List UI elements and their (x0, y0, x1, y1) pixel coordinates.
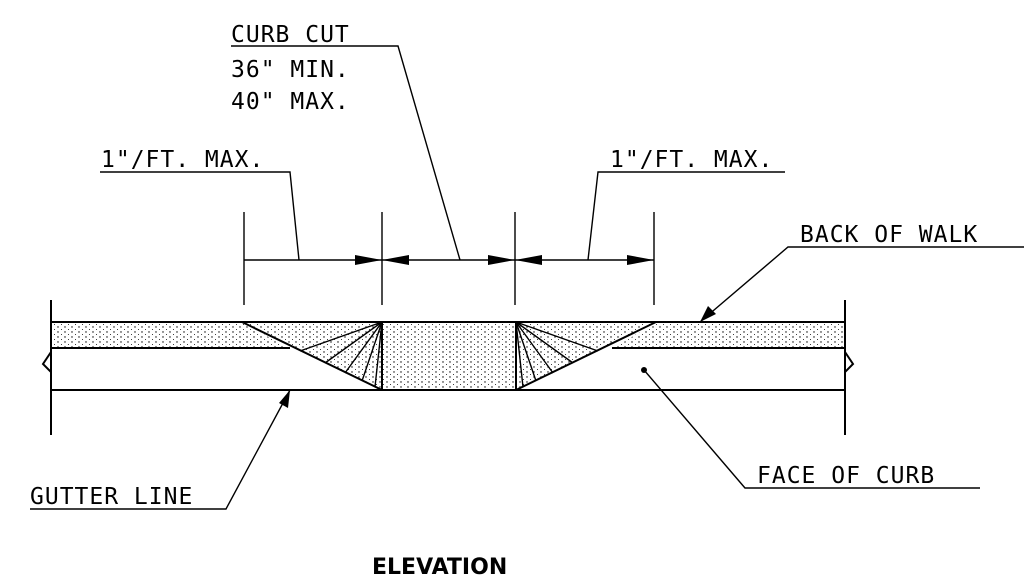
left-flare-edge (241, 321, 383, 391)
arrow-3 (488, 255, 515, 265)
left-flare-fan (299, 321, 383, 388)
back-of-walk-arrow (700, 306, 716, 322)
left-break-symbol (41, 351, 52, 378)
face-of-curb-dot (641, 367, 647, 373)
curb-cut-fill (382, 322, 516, 390)
gutter-line-label: GUTTER LINE (30, 484, 193, 510)
gutter-line-arrow (279, 390, 290, 408)
slope-right-label: 1"/FT. MAX. (610, 147, 773, 173)
slope-right-leader (587, 171, 785, 261)
arrow-1 (355, 255, 382, 265)
curb-body (41, 300, 855, 435)
curb-cut-label: CURB CUT (231, 22, 350, 48)
slope-left-label: 1"/FT. MAX. (101, 147, 264, 173)
curb-cut-min-label: 36" MIN. (231, 57, 350, 83)
right-break-symbol (844, 351, 855, 378)
back-of-walk-label: BACK OF WALK (800, 222, 978, 248)
elevation-title: ELEVATION (372, 555, 507, 580)
curb-cut-max-label: 40" MAX. (231, 89, 350, 115)
face-of-curb-label: FACE OF CURB (757, 463, 935, 489)
arrow-2 (382, 255, 409, 265)
arrow-4 (515, 255, 542, 265)
arrow-5 (627, 255, 654, 265)
right-flare-edge (515, 321, 657, 391)
leaders (30, 45, 1024, 510)
dimension-line (243, 212, 655, 305)
face-of-curb-leader (643, 369, 980, 489)
slope-left-leader (100, 171, 300, 261)
walk-strip-left-fill (53, 322, 288, 348)
walk-strip-right-fill (614, 322, 843, 348)
curb-cut-leader (231, 45, 461, 261)
back-of-walk-leader (699, 246, 1024, 323)
gutter-line-leader (30, 389, 291, 510)
right-flare-fan (515, 321, 599, 388)
